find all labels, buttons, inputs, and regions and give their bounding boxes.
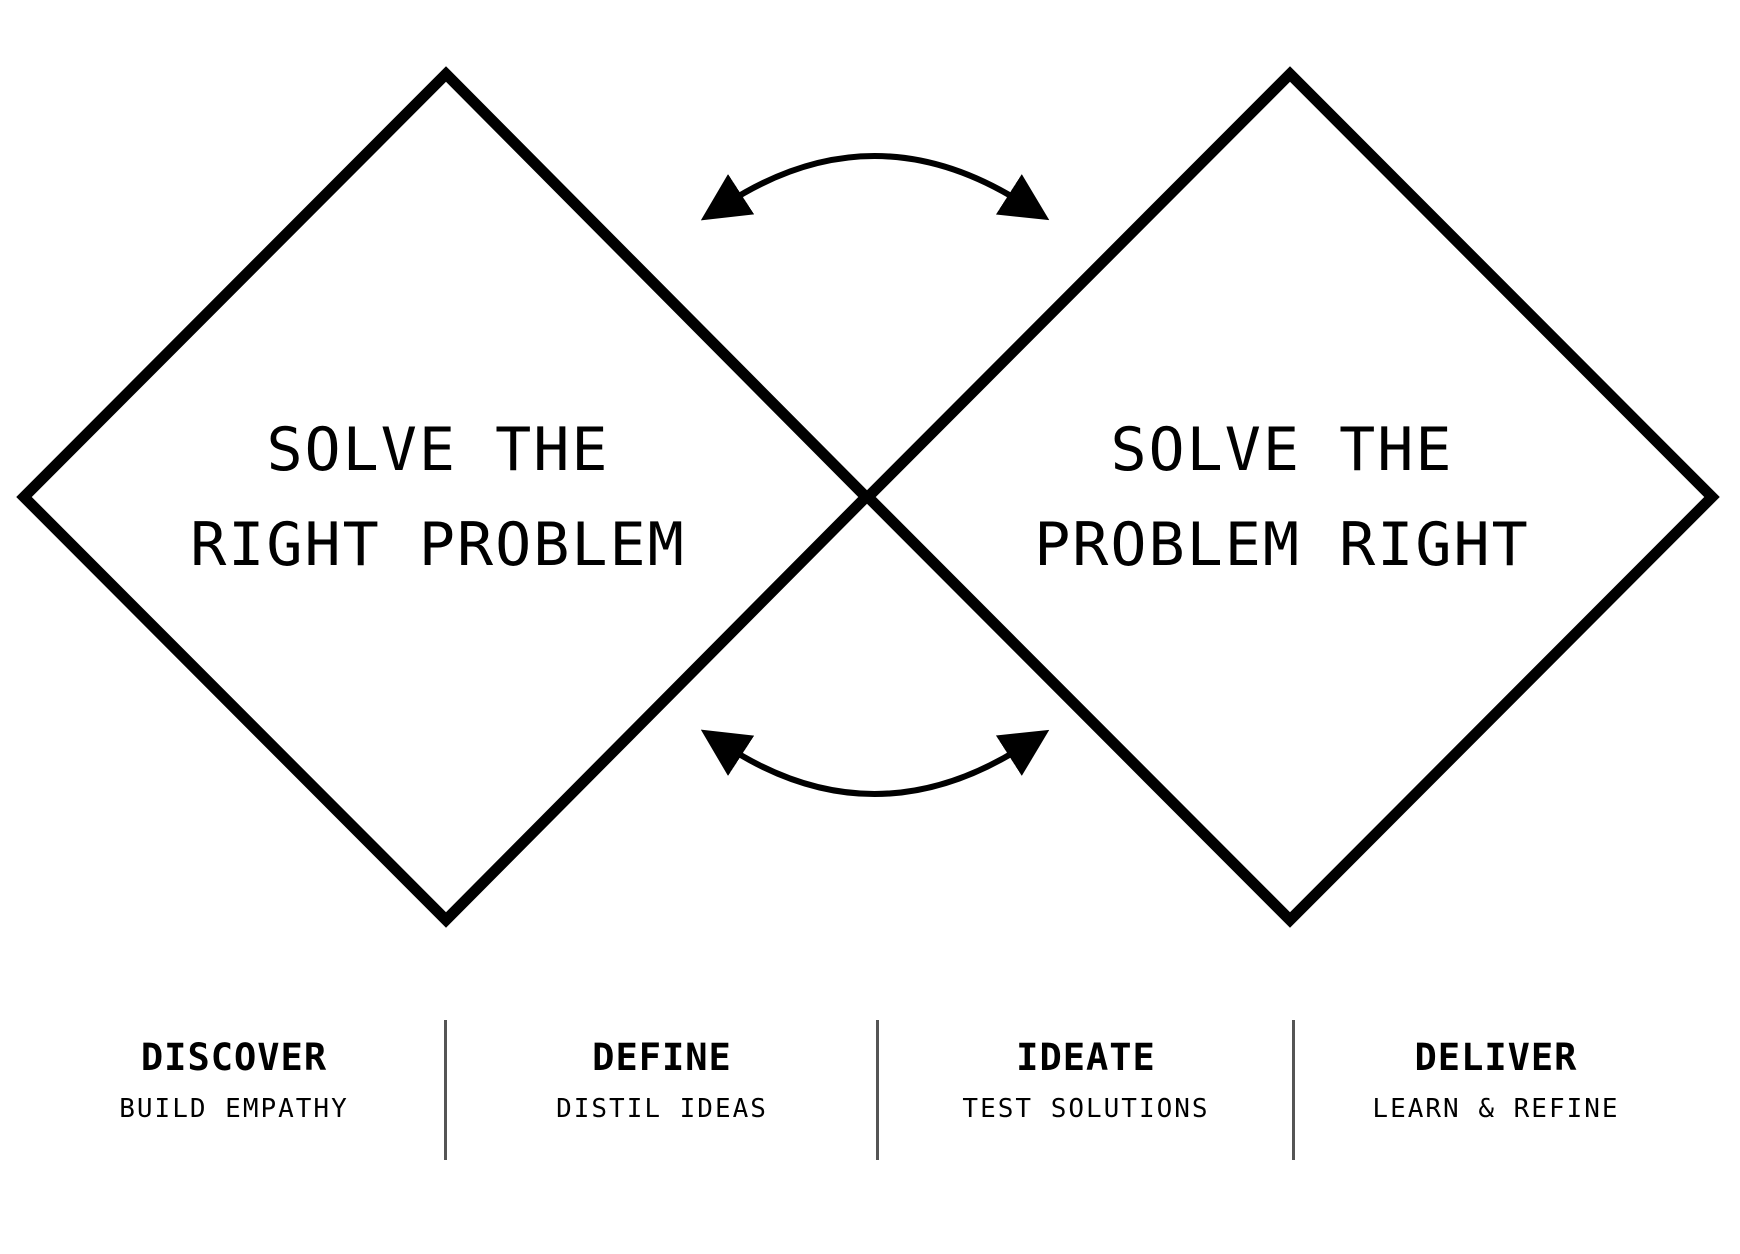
left-diamond [16, 66, 874, 928]
phase-define: DEFINE DISTIL IDEAS [448, 1036, 876, 1124]
left-diamond-title-line1: SOLVE THE [266, 415, 609, 485]
bottom-bidirectional-arrow [700, 729, 1050, 797]
phase-ideate: IDEATE TEST SOLUTIONS [880, 1036, 1292, 1124]
phase-discover-title: DISCOVER [140, 1036, 328, 1079]
phase-divider-1 [444, 1020, 447, 1160]
phase-divider-3 [1292, 1020, 1295, 1160]
right-diamond-title-line2: PROBLEM RIGHT [1034, 510, 1530, 580]
top-bidirectional-arrow [700, 153, 1050, 221]
right-diamond-title-line1: SOLVE THE [1110, 415, 1453, 485]
phase-discover: DISCOVER BUILD EMPATHY [24, 1036, 444, 1124]
right-diamond [860, 66, 1720, 928]
phase-ideate-subtitle: TEST SOLUTIONS [962, 1094, 1210, 1124]
phase-define-title: DEFINE [592, 1036, 732, 1079]
left-diamond-title-line2: RIGHT PROBLEM [190, 510, 686, 580]
phase-deliver-title: DELIVER [1414, 1036, 1578, 1079]
phase-define-subtitle: DISTIL IDEAS [556, 1094, 768, 1124]
phase-divider-2 [876, 1020, 879, 1160]
phase-deliver-subtitle: LEARN & REFINE [1372, 1094, 1620, 1124]
phase-discover-subtitle: BUILD EMPATHY [119, 1094, 349, 1124]
phase-ideate-title: IDEATE [1016, 1036, 1156, 1079]
phase-deliver: DELIVER LEARN & REFINE [1296, 1036, 1696, 1124]
